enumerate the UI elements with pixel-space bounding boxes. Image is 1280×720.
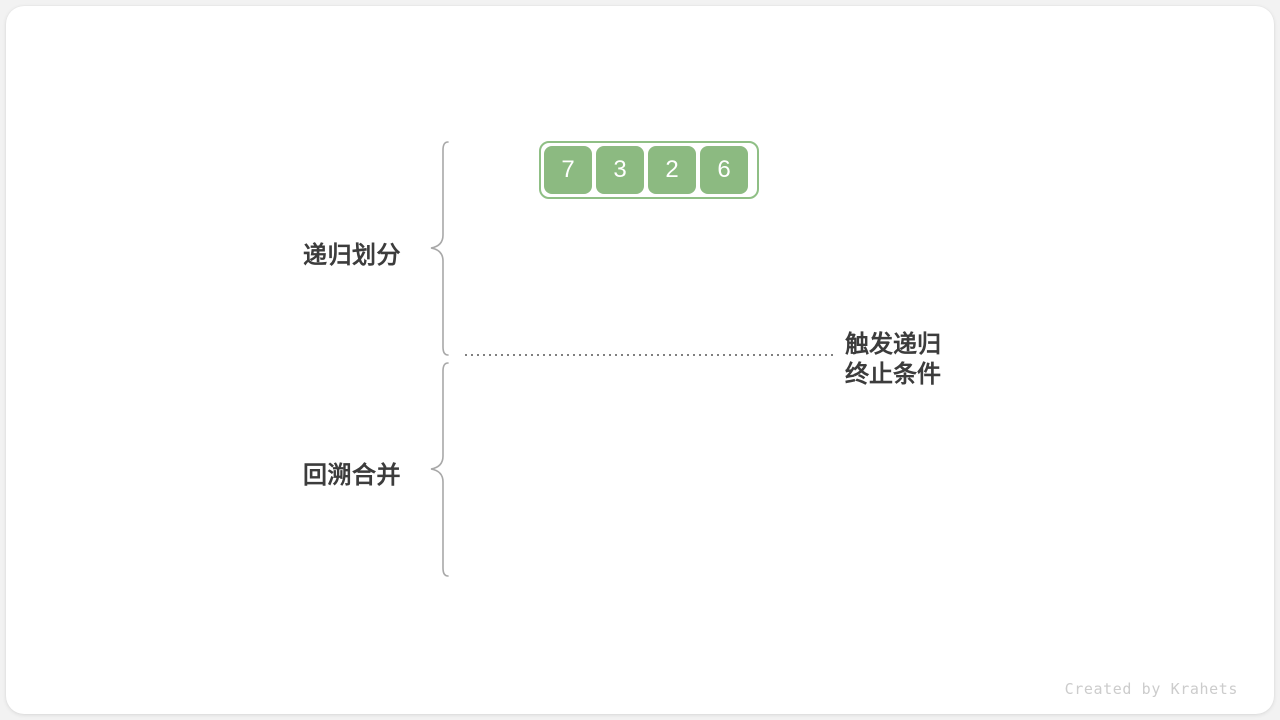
phase-label-merge: 回溯合并 bbox=[303, 462, 401, 489]
array-cell: 6 bbox=[700, 146, 748, 194]
array-cells: 7 3 2 6 bbox=[544, 146, 748, 194]
brace-merge-icon bbox=[430, 362, 449, 577]
brace-divide-icon bbox=[430, 141, 449, 356]
termination-note-line1: 触发递归 bbox=[845, 331, 941, 358]
array-cell: 2 bbox=[648, 146, 696, 194]
array-cell: 7 bbox=[544, 146, 592, 194]
watermark-credit: Created by Krahets bbox=[1064, 680, 1238, 698]
content-card bbox=[6, 6, 1274, 714]
phase-label-divide: 递归划分 bbox=[303, 242, 401, 269]
array-cell: 3 bbox=[596, 146, 644, 194]
termination-condition-note: 触发递归 终止条件 bbox=[845, 330, 941, 390]
recursion-boundary-divider bbox=[465, 354, 836, 356]
termination-note-line2: 终止条件 bbox=[845, 361, 941, 388]
